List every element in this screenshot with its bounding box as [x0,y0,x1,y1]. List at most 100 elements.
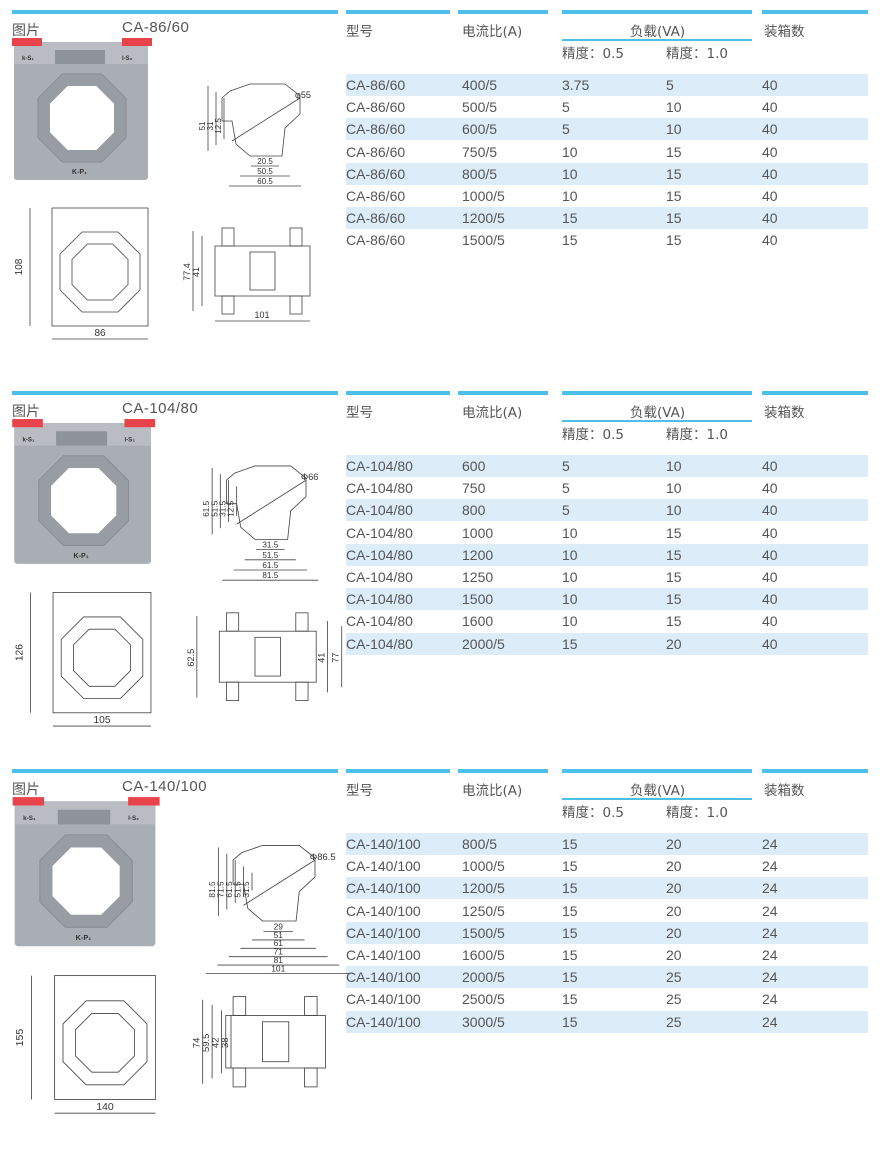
load-10-cell: 15 [666,210,682,227]
profile-vertical-dimension: 61.5 [202,500,211,516]
front-window [75,1012,135,1073]
side-vertical-dimension: 74 [191,1038,202,1049]
column-header-model: 型号 [346,783,373,799]
terminal-cap-left [12,419,43,428]
picture-label: 图片 [12,404,40,420]
load-05-cell: 15 [562,969,578,986]
box-qty-cell: 40 [762,524,778,541]
load-10-cell: 20 [666,635,682,652]
side-vertical-dimension: 77.4 [182,263,192,281]
ratio-cell: 1250 [462,569,494,585]
profile-vertical-dimension: 51.5 [232,881,242,898]
load-05-cell: 15 [562,635,578,652]
profile-outline [221,83,301,157]
column-header-ratio: 电流比(A) [462,783,523,799]
header-bar-box [762,391,868,395]
model-cell: CA-86/60 [346,121,406,138]
mount-foot [232,996,247,1016]
mount-foot [221,227,235,247]
box-qty-cell: 40 [762,210,778,227]
box-qty-cell: 40 [762,613,778,630]
column-header-accuracy-10: 精度：1.0 [666,805,728,821]
column-header-accuracy-10: 精度：1.0 [666,46,728,62]
profile-horizontal-dimension: 50.5 [257,167,273,176]
column-header-model: 型号 [346,24,373,40]
ratio-cell: 2000/5 [462,969,505,986]
box-qty-cell: 24 [762,969,778,986]
model-cell: CA-104/80 [346,524,413,541]
front-window-frame [62,1000,148,1086]
mount-foot [304,1067,318,1088]
ratio-cell: 1000 [462,524,494,541]
side-vertical-dimension: 38 [220,1038,231,1049]
side-body [218,630,317,683]
column-header-accuracy-05: 精度：0.5 [562,427,624,443]
terminal-block [57,809,111,825]
ratio-cell: 1000/5 [462,858,505,875]
terminal-label-left: k-S₁ [22,436,35,443]
load-10-cell: 15 [666,524,682,541]
side-vertical-dimension: 41 [316,653,326,663]
header-bar-picture [12,391,338,395]
diameter-label: Φ66 [301,472,319,482]
window-opening [51,468,117,534]
load-05-cell: 10 [562,546,578,563]
header-bar-load [562,769,752,773]
load-05-cell: 15 [562,880,578,897]
front-window-frame [59,231,141,313]
ratio-cell: 600 [462,458,486,474]
box-qty-cell: 40 [762,165,778,182]
ratio-cell: 1600 [462,613,494,630]
load-10-cell: 15 [666,591,682,608]
model-cell: CA-86/60 [346,99,406,116]
side-vertical-dimension: 41 [191,267,201,277]
load-10-cell: 15 [666,165,682,182]
model-cell: CA-104/80 [346,635,413,652]
box-qty-cell: 24 [762,836,778,852]
load-05-cell: 5 [562,502,570,519]
terminal-cap-left [12,38,42,46]
load-05-cell: 10 [562,188,578,204]
terminal-label-right: l-S₂ [122,56,133,62]
mount-foot [226,612,240,632]
section-model-title: CA-140/100 [122,778,208,795]
box-qty-cell: 40 [762,635,778,652]
ratio-cell: 1500/5 [462,924,505,941]
front-outline [52,592,152,714]
load-10-cell: 25 [666,991,682,1008]
terminal-label-left: k-S₁ [23,815,36,822]
model-cell: CA-140/100 [346,1013,421,1030]
model-cell: CA-104/80 [346,591,413,608]
model-cell: CA-104/80 [346,480,413,497]
mount-foot [295,612,309,632]
terminal-block [56,431,108,446]
load-header-underline [562,39,752,41]
load-05-cell: 10 [562,613,578,630]
ratio-cell: 2500/5 [462,991,505,1008]
front-height-dimension: 155 [14,1029,26,1047]
picture-label: 图片 [12,782,40,798]
ratio-cell: 3000/5 [462,1013,505,1030]
load-10-cell: 5 [666,77,674,93]
mount-foot [232,1067,247,1088]
front-height-dimension: 108 [14,258,25,275]
ratio-cell: 1250/5 [462,902,505,919]
profile-vertical-dimension: 81.5 [207,881,217,898]
model-cell: CA-140/100 [346,880,421,897]
side-vertical-dimension: 42 [210,1038,221,1049]
